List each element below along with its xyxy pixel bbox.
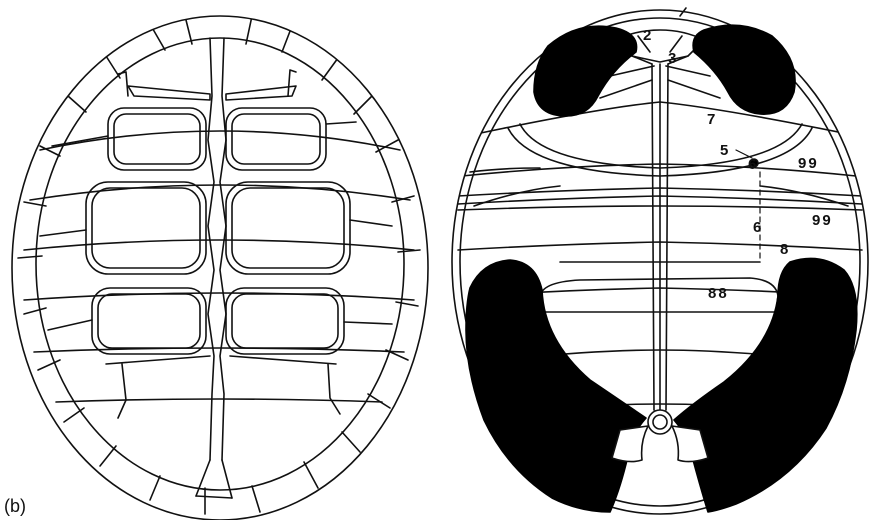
label-5: 5 [720,142,728,159]
posterior-dark-left [466,260,646,512]
carapace-drawing [12,16,428,520]
plastron-drawing: 2 3 7 5 6 99 6 99 8 88 [452,8,868,514]
label-6-upper: 6 [748,156,756,173]
anterior-dark-left [534,26,637,116]
anal-ring [648,410,672,434]
carapace-midline [196,38,232,498]
label-6-lower: 6 [753,219,761,236]
plastron-midline [652,64,668,410]
label-7: 7 [707,111,715,128]
label-8: 8 [780,241,788,258]
label-88: 88 [708,285,729,302]
carapace-vertebral-scutes [86,86,350,364]
anterior-dark-right [693,25,795,114]
panel-label: (b) [4,496,26,517]
label-3: 3 [668,50,676,67]
label-2: 2 [643,27,651,44]
carapace-marginal-scutes [18,16,420,514]
label-99-lower: 99 [812,212,833,229]
posterior-dark-right [674,258,857,512]
carapace-marginal-line [36,38,404,490]
label-99-upper: 99 [798,155,819,172]
carapace-bone-lines [24,131,414,402]
plastron-dark-regions [466,25,857,512]
